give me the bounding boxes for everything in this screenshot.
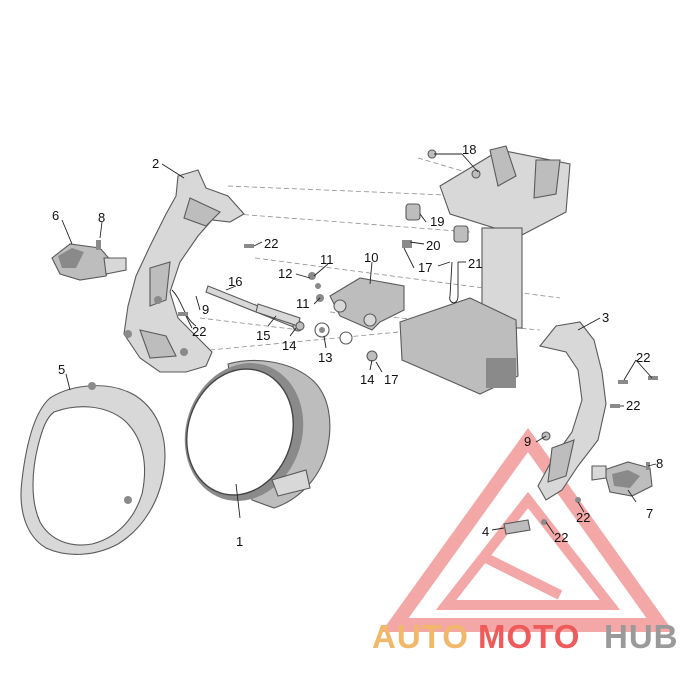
callout-1: 1: [236, 534, 243, 549]
callout-17b: 17: [418, 260, 432, 275]
callout-22d: 22: [626, 398, 640, 413]
watermark-logo-triangle: [381, 427, 674, 632]
callout-labels: 1 2 3 4 5 6 7 8 8 9 9 10 11 11 12 13 14 …: [52, 142, 663, 549]
callout-21: 21: [468, 256, 482, 271]
callout-22b: 22: [192, 324, 206, 339]
callout-7: 7: [646, 506, 653, 521]
callout-8: 8: [98, 210, 105, 225]
callout-2: 2: [152, 156, 159, 171]
headlight-cover: [20, 382, 166, 555]
callout-9: 9: [202, 302, 209, 317]
callout-15: 15: [256, 328, 270, 343]
steering-head-assembly: [399, 145, 571, 395]
callout-6: 6: [52, 208, 59, 223]
callout-13: 13: [318, 350, 332, 365]
callout-5: 5: [58, 362, 65, 377]
callout-11b: 11: [296, 296, 310, 311]
callout-19: 19: [430, 214, 444, 229]
callout-22c: 22: [636, 350, 650, 365]
callout-22f: 22: [554, 530, 568, 545]
watermark-auto: AUTO: [372, 618, 469, 655]
right-turn-signal: [591, 461, 653, 497]
callout-11: 11: [320, 252, 334, 267]
leader-lines: [61, 153, 657, 535]
left-turn-signal: [51, 243, 127, 281]
callout-14b: 14: [360, 372, 374, 387]
callout-16: 16: [228, 274, 242, 289]
right-headlight-bracket: [537, 321, 607, 503]
callout-8b: 8: [656, 456, 663, 471]
left-headlight-bracket: [123, 169, 245, 373]
callout-18: 18: [462, 142, 476, 157]
headlight-unit: [184, 359, 331, 509]
washers-and-bushings: [295, 272, 378, 362]
callout-3: 3: [602, 310, 609, 325]
callout-12: 12: [278, 266, 292, 281]
callout-14: 14: [282, 338, 296, 353]
callout-22e: 22: [576, 510, 590, 525]
watermark-logo-text: AUTO MOTO HUB: [372, 618, 679, 655]
long-bolts: [205, 285, 304, 332]
callout-22a: 22: [264, 236, 278, 251]
callout-10: 10: [364, 250, 378, 265]
callout-17: 17: [384, 372, 398, 387]
watermark-moto: MOTO: [478, 618, 580, 655]
small-pad-part: [503, 431, 551, 535]
rubber-grommets: [402, 203, 469, 304]
center-mounting-plate: [329, 277, 405, 331]
callout-4: 4: [482, 524, 489, 539]
callout-20: 20: [426, 238, 440, 253]
callout-9b: 9: [524, 434, 531, 449]
watermark-hub: HUB: [604, 618, 679, 655]
